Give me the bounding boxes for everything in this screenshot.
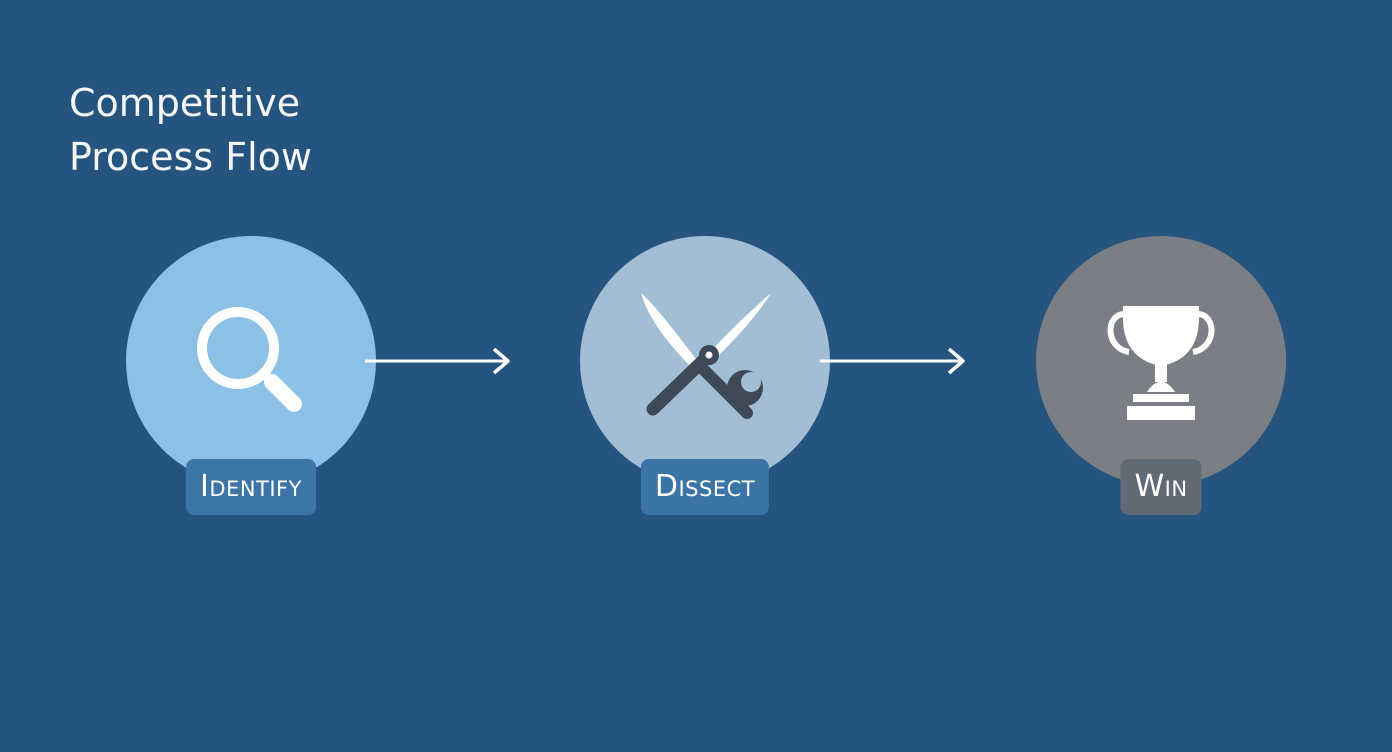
diagram-title: Competitive Process Flow (69, 76, 312, 184)
step-identify-circle (126, 236, 376, 486)
magnifying-glass-icon (197, 307, 302, 412)
step-win-label: Win (1120, 459, 1202, 515)
step-dissect-label: Dissect (640, 459, 770, 515)
title-line-1: Competitive (69, 81, 301, 125)
step-identify-label: Identify (186, 459, 316, 515)
trophy-icon (1107, 306, 1215, 420)
knife-wrench-icon (641, 293, 771, 419)
title-line-2: Process Flow (69, 135, 312, 179)
step-dissect: Dissect (580, 236, 830, 515)
arrow-right-icon (820, 348, 965, 375)
step-win: Win (1036, 236, 1286, 515)
arrow-right-icon (365, 348, 510, 375)
step-identify: Identify (126, 236, 376, 515)
